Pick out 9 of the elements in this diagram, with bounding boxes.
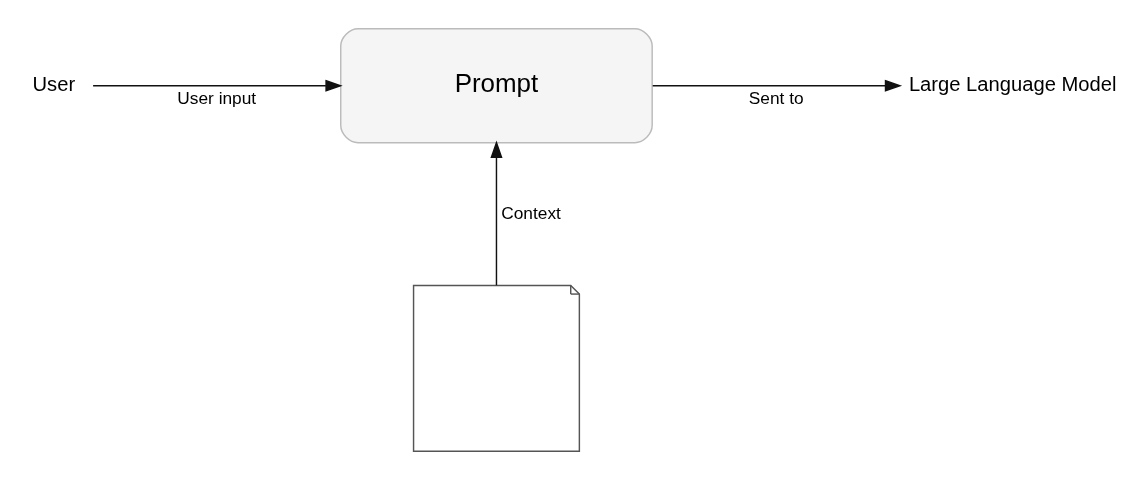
arrow bbox=[490, 140, 503, 286]
edge-label: Sent to bbox=[748, 87, 804, 108]
edge-label: User input bbox=[177, 87, 257, 108]
node-box: Prompt bbox=[340, 28, 653, 144]
arrow bbox=[92, 79, 343, 92]
edge-label: Context bbox=[501, 202, 561, 223]
arrow bbox=[652, 79, 903, 92]
node-text: User bbox=[32, 73, 76, 96]
node-text: Large Language Model bbox=[908, 73, 1117, 96]
